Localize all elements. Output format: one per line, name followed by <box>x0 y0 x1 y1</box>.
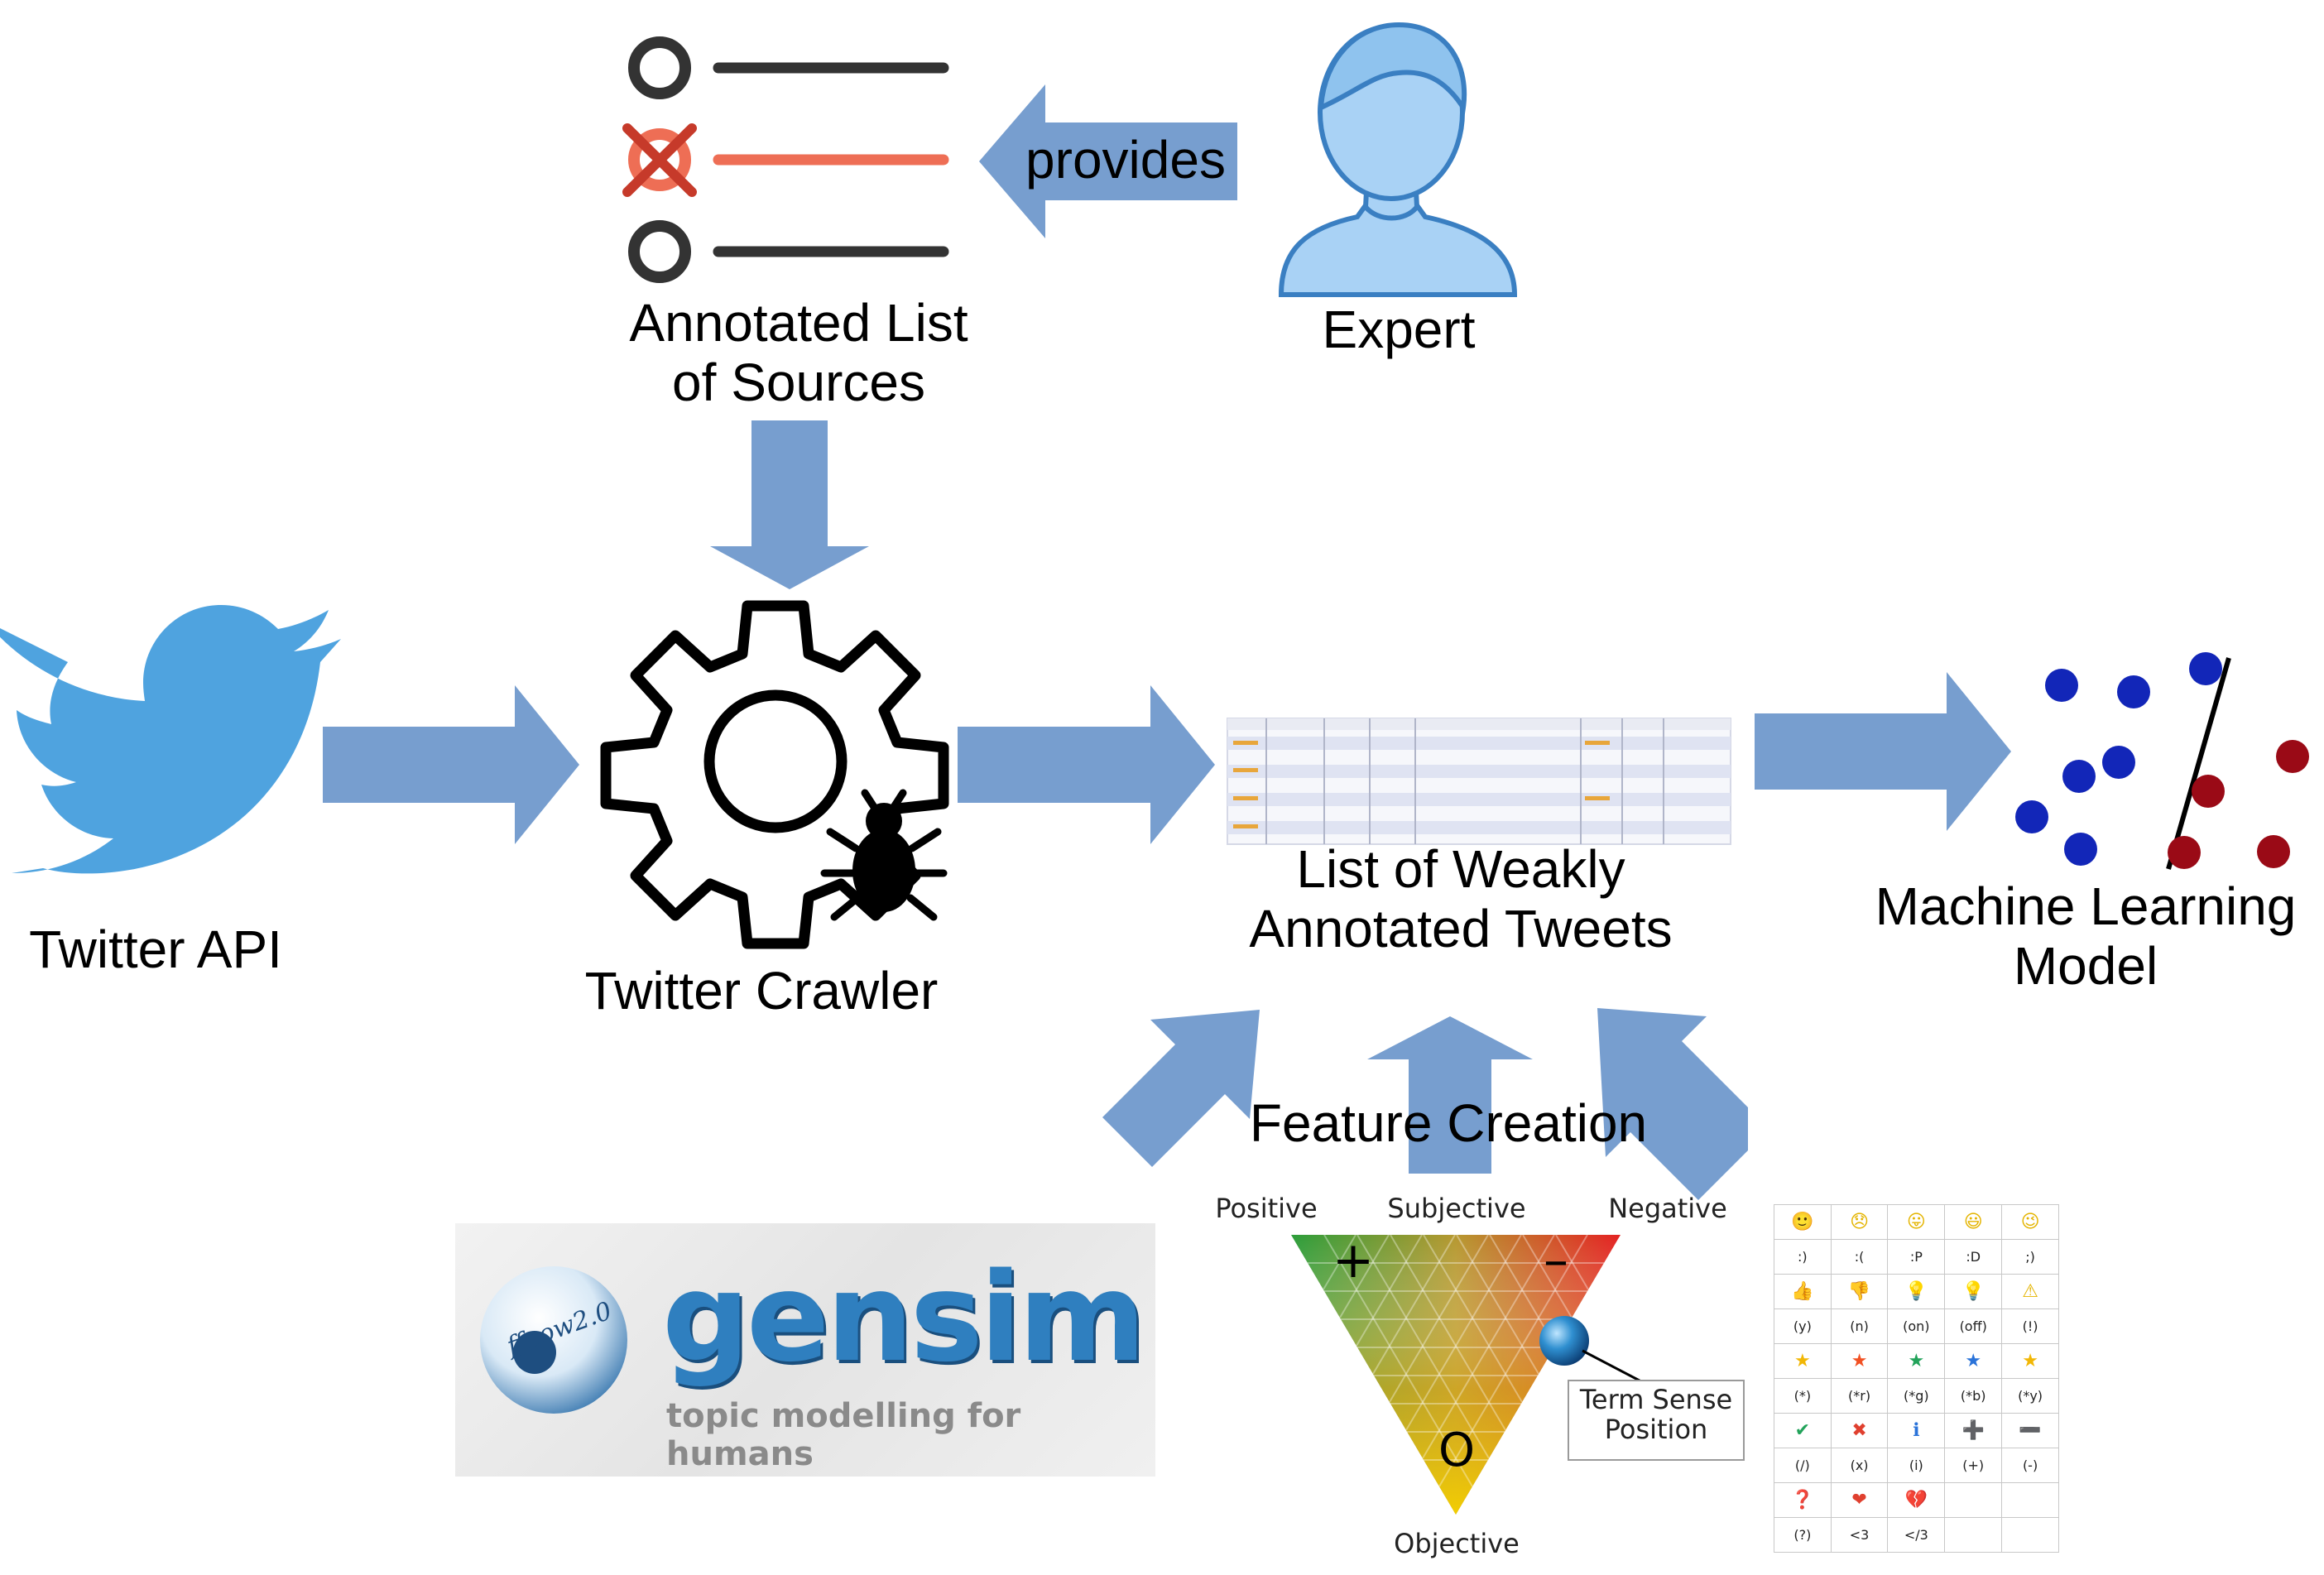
crawler-gear-icon <box>600 600 949 949</box>
emoticon-icon: ❤ <box>1830 1482 1889 1518</box>
emoticon-code: (?) <box>1774 1517 1832 1553</box>
plus-sign: + <box>1332 1232 1375 1289</box>
annotated-list-label: Annotated List of Sources <box>629 293 968 412</box>
positive-label: Positive <box>1215 1193 1318 1224</box>
emoticon-row: (?)<3</3 <box>1774 1517 2059 1553</box>
expert-icon <box>1278 22 1518 297</box>
zero-sign: O <box>1438 1424 1476 1477</box>
emoticon-code: </3 <box>1887 1517 1946 1553</box>
emoticon-code: (*b) <box>1944 1378 2003 1414</box>
emoticon-icon: 👍 <box>1774 1274 1832 1309</box>
emoticon-icon: 😉 <box>2001 1204 2059 1240</box>
gensim-logo-circle <box>480 1266 627 1414</box>
emoticon-code: (*r) <box>1830 1378 1889 1414</box>
emoticon-row: 🙂😞😛😃😉 <box>1774 1204 2059 1240</box>
minus-sign: – <box>1544 1232 1568 1289</box>
emoticon-code: (+) <box>1944 1448 2003 1483</box>
emoticon-code: (x) <box>1830 1448 1889 1483</box>
emoticon-icon: ℹ <box>1887 1413 1946 1448</box>
expert-label: Expert <box>1322 300 1476 359</box>
twitter-to-crawler-arrow <box>323 685 579 844</box>
emoticon-icon: ★ <box>1887 1343 1946 1379</box>
emoticon-icon: 🙂 <box>1774 1204 1832 1240</box>
gensim-logo-dot <box>513 1331 556 1374</box>
negative-label: Negative <box>1608 1193 1727 1224</box>
emoticon-icon: ✖ <box>1830 1413 1889 1448</box>
emoticon-code: (i) <box>1887 1448 1946 1483</box>
emoticon-row: (y)(n)(on)(off)(!) <box>1774 1308 2059 1344</box>
emoticon-row: :):(:P:D;) <box>1774 1239 2059 1275</box>
emoticon-code: :( <box>1830 1239 1889 1275</box>
term-sense-label: Term Sense Position <box>1579 1384 1733 1445</box>
feature-creation-label: Feature Creation <box>1249 1093 1648 1153</box>
emoticon-row: ✔✖ℹ➕➖ <box>1774 1413 2059 1448</box>
objective-label: Objective <box>1394 1528 1520 1559</box>
emoticon-code <box>1944 1517 2003 1553</box>
emoticon-icon: 💔 <box>1887 1482 1946 1518</box>
emoticon-row: (/)(x)(i)(+)(-) <box>1774 1448 2059 1483</box>
emoticon-icon: 😞 <box>1830 1204 1889 1240</box>
twitter-api-label: Twitter API <box>29 920 282 979</box>
emoticon-icon: ✔ <box>1774 1413 1832 1448</box>
emoticon-icon <box>1944 1482 2003 1518</box>
emoticon-icon: 💡 <box>1887 1274 1946 1309</box>
emoticon-code: (/) <box>1774 1448 1832 1483</box>
emoticon-row: ❓❤💔 <box>1774 1482 2059 1518</box>
emoticon-icon: ⚠ <box>2001 1274 2059 1309</box>
emoticon-row: 👍👎💡💡⚠ <box>1774 1274 2059 1309</box>
feature-arrow-right <box>1597 1008 1748 1200</box>
emoticon-icon: ➖ <box>2001 1413 2059 1448</box>
emoticon-code: (*y) <box>2001 1378 2059 1414</box>
emoticon-code: <3 <box>1830 1517 1889 1553</box>
crawler-to-tweets-arrow <box>958 685 1215 844</box>
emoticon-code: :) <box>1774 1239 1832 1275</box>
emoticon-code: (*g) <box>1887 1378 1946 1414</box>
emoticon-icon: ★ <box>1774 1343 1832 1379</box>
emoticon-icon <box>2001 1482 2059 1518</box>
sentiwordnet-triangle <box>1291 1234 1745 1515</box>
bug-icon <box>820 789 948 921</box>
emoticon-code: (*) <box>1774 1378 1832 1414</box>
twitter-crawler-label: Twitter Crawler <box>584 961 939 1020</box>
provides-arrow <box>979 84 1237 238</box>
ml-scatter-icon <box>2015 652 2309 870</box>
emoticon-code: ;) <box>2001 1239 2059 1275</box>
emoticon-code: :D <box>1944 1239 2003 1275</box>
feature-arrow-left <box>1102 1010 1260 1167</box>
emoticon-icon: ➕ <box>1944 1413 2003 1448</box>
annotated-list-icon <box>622 36 949 283</box>
emoticon-icon: ★ <box>1830 1343 1889 1379</box>
emoticon-icon: 😃 <box>1944 1204 2003 1240</box>
gensim-tagline: topic modelling for humans <box>666 1397 1021 1473</box>
emoticon-icon: 💡 <box>1944 1274 2003 1309</box>
emoticon-table: 🙂😞😛😃😉:):(:P:D;)👍👎💡💡⚠(y)(n)(on)(off)(!)★★… <box>1774 1204 2059 1553</box>
emoticon-icon: 😛 <box>1887 1204 1946 1240</box>
emoticon-code: (n) <box>1830 1308 1889 1344</box>
emoticon-code: (-) <box>2001 1448 2059 1483</box>
weak-tweets-label: List of Weakly Annotated Tweets <box>1249 839 1673 958</box>
ml-model-label: Machine Learning Model <box>1875 876 2297 996</box>
emoticon-icon: 👎 <box>1830 1274 1889 1309</box>
emoticon-code: :P <box>1887 1239 1946 1275</box>
emoticon-icon: ★ <box>1944 1343 2003 1379</box>
provides-label: provides <box>1025 130 1226 190</box>
feature-arrow-center <box>1367 1016 1533 1174</box>
gensim-wordmark: gensim <box>662 1246 1146 1389</box>
emoticon-icon: ❓ <box>1774 1482 1832 1518</box>
emoticon-code: (y) <box>1774 1308 1832 1344</box>
emoticon-row: (*)(*r)(*g)(*b)(*y) <box>1774 1378 2059 1414</box>
tweets-to-ml-arrow <box>1755 672 2011 831</box>
twitter-bird-icon <box>0 605 341 874</box>
emoticon-code: (on) <box>1887 1308 1946 1344</box>
subjective-label: Subjective <box>1387 1193 1526 1224</box>
list-to-crawler-arrow <box>710 420 869 589</box>
emoticon-code: (!) <box>2001 1308 2059 1344</box>
gensim-logo: ffpow2.0 gensim topic modelling for huma… <box>455 1223 1155 1477</box>
emoticon-row: ★★★★★ <box>1774 1343 2059 1379</box>
emoticon-icon: ★ <box>2001 1343 2059 1379</box>
emoticon-code <box>2001 1517 2059 1553</box>
emoticon-code: (off) <box>1944 1308 2003 1344</box>
tweets-table-thumbnail <box>1227 718 1731 845</box>
